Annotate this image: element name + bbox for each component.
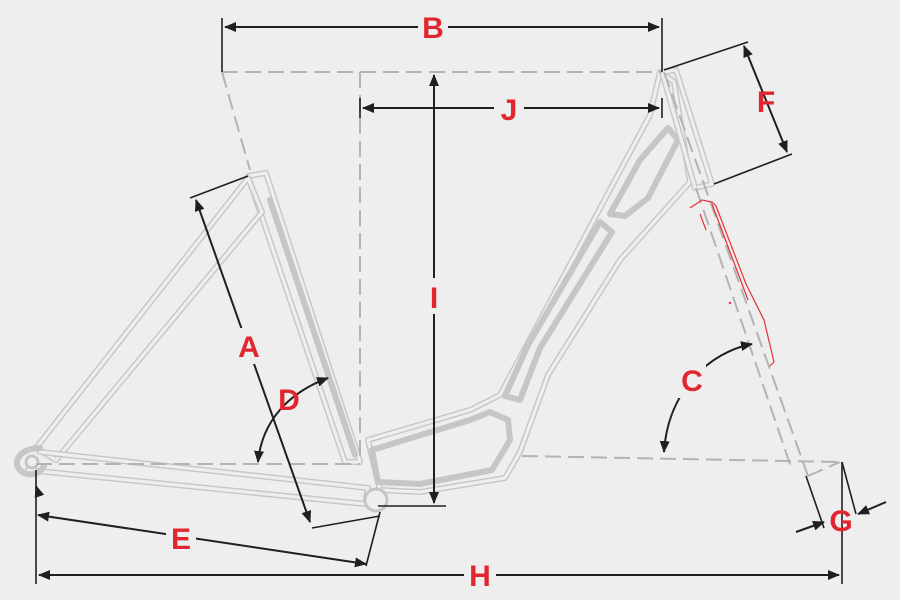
- seat-tube: [245, 170, 363, 465]
- label-j: J: [501, 94, 518, 127]
- seat-stay: [33, 175, 265, 463]
- dimension-labels: B J I F A D C E H G: [166, 8, 853, 594]
- bottom-bracket-cutout: [369, 409, 513, 487]
- front-axle-horizontal-dash: [521, 455, 841, 463]
- head-tube: [659, 67, 715, 191]
- dim-g-arrow-left: [795, 520, 825, 533]
- steering-axis-dash: [663, 71, 809, 477]
- label-d: D: [278, 384, 300, 417]
- down-tube: [365, 69, 693, 495]
- label-e: E: [171, 523, 191, 556]
- dim-f-arrow: [743, 45, 788, 153]
- label-h: H: [469, 560, 491, 593]
- label-f: F: [757, 86, 775, 119]
- label-i: I: [430, 282, 438, 315]
- label-g: G: [829, 505, 852, 538]
- head-tube-center-dash: [695, 187, 793, 471]
- dim-d-arc: [254, 377, 329, 463]
- chain-stay: [25, 449, 371, 507]
- rear-dropout: [13, 445, 47, 478]
- dim-g-arrow-right: [857, 501, 887, 515]
- bottom-bracket: [363, 487, 389, 513]
- dim-rear-axle-tick: [34, 485, 45, 499]
- fork-outline: [689, 199, 775, 367]
- down-tube-cutout-1: [607, 125, 681, 219]
- label-b: B: [422, 12, 444, 45]
- label-a: A: [238, 331, 260, 364]
- dim-e-arrow: [37, 511, 367, 568]
- down-tube-cutout-2: [502, 219, 615, 403]
- construction-lines: [36, 71, 841, 477]
- bike-frame: [13, 67, 715, 513]
- fork-offset-dash: [807, 461, 841, 477]
- extension-lines: [35, 18, 857, 584]
- seat-tube-extension-dash: [221, 71, 251, 171]
- label-c: C: [681, 365, 703, 398]
